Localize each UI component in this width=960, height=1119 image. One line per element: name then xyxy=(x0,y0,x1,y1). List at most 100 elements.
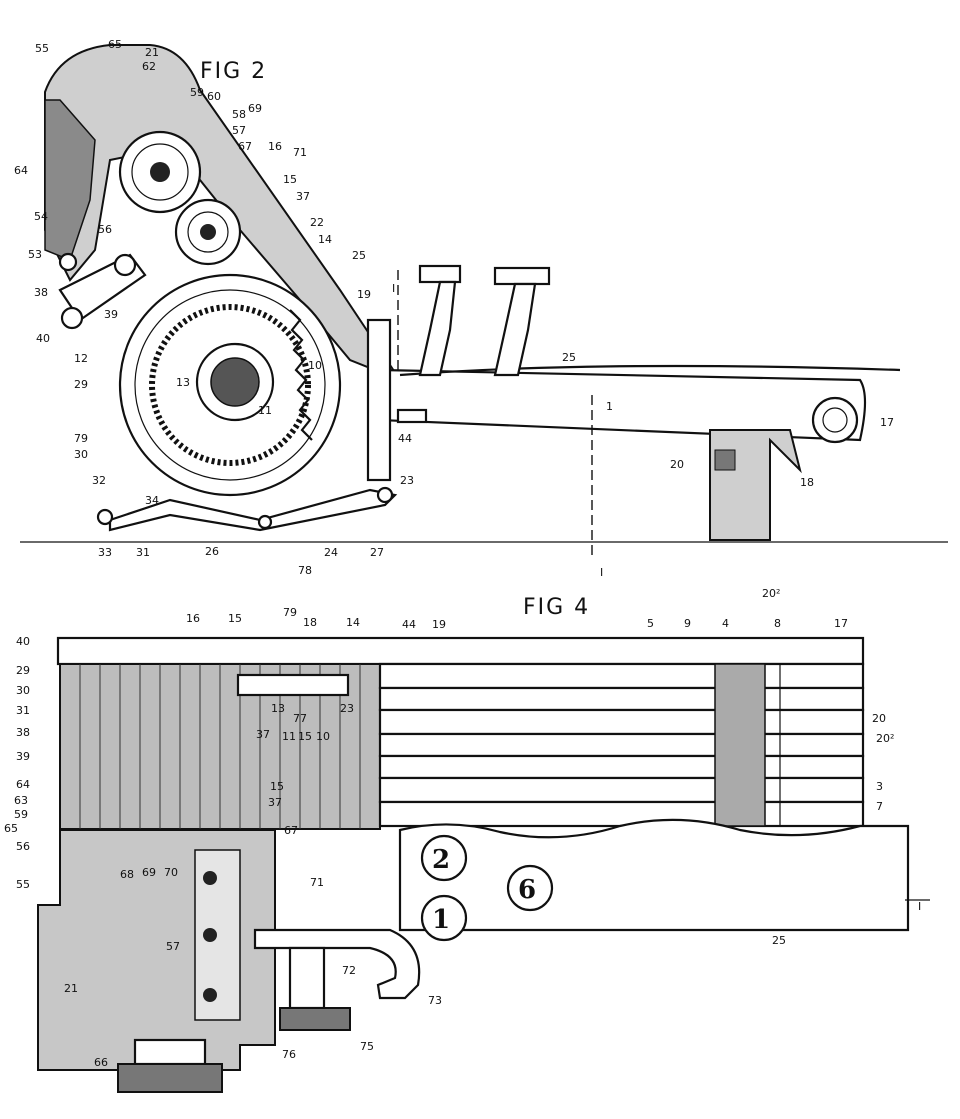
fig2-pin-27 xyxy=(376,486,394,504)
fig2-gear-59-ring xyxy=(131,143,189,201)
fig4-label: 79 xyxy=(283,606,297,619)
fig4-key-number: 1 xyxy=(432,905,450,935)
fig4-label: 72 xyxy=(342,964,356,977)
fig4-label: 19 xyxy=(432,618,446,631)
fig2-label: 67 xyxy=(238,140,252,153)
fig4-label: 15 xyxy=(298,730,312,743)
fig4-label: 23 xyxy=(340,702,354,715)
fig4-lever-8 xyxy=(378,732,865,758)
fig2-label: 29 xyxy=(74,378,88,391)
fig4-label: 63 xyxy=(14,794,28,807)
fig4-lever-9 xyxy=(378,686,865,712)
fig2-label: 60 xyxy=(207,90,221,103)
fig2-label: 13 xyxy=(176,376,190,389)
fig2-bar-19 xyxy=(366,318,392,482)
fig2-stop-44 xyxy=(396,408,428,424)
fig2-label: 79 xyxy=(74,432,88,445)
fig4-lever-20 xyxy=(378,754,865,780)
fig4-reference-numerals: 40 29 30 31 38 39 64 63 59 65 56 55 16 1… xyxy=(4,587,894,1069)
fig2-section-mark-top: I xyxy=(392,282,395,295)
fig2-label: 34 xyxy=(145,494,159,507)
fig4-label: 25 xyxy=(772,934,786,947)
fig2-label: 64 xyxy=(14,164,28,177)
fig4-knob-66-stem xyxy=(133,1038,207,1066)
fig4-label: 4 xyxy=(722,617,729,630)
fig2-label: 55 xyxy=(35,42,49,55)
fig4-spring-block xyxy=(714,663,766,827)
fig4-label: 55 xyxy=(16,878,30,891)
fig2-label: 12 xyxy=(74,352,88,365)
fig4-front-plate-25 xyxy=(398,818,910,932)
fig2-label: 16 xyxy=(268,140,282,153)
fig2-section-mark-bottom: I xyxy=(600,566,603,579)
fig2-label: 11 xyxy=(258,404,272,417)
fig2-label: 24 xyxy=(324,546,338,559)
fig4-arm-72 xyxy=(253,928,421,1000)
fig4-label: 65 xyxy=(4,822,18,835)
fig2-label: 54 xyxy=(34,210,48,223)
fig2-label: 38 xyxy=(34,286,48,299)
fig2-pin-33 xyxy=(96,508,114,526)
fig2-label: 71 xyxy=(293,146,307,159)
fig2-key-top-b xyxy=(493,266,551,286)
fig4-screw xyxy=(203,871,217,885)
fig2-gear-57-hub xyxy=(200,224,216,240)
fig4-label: 39 xyxy=(16,750,30,763)
fig4-screw xyxy=(203,928,217,942)
fig2-gear-57-ring xyxy=(187,211,229,253)
fig2-label: 19 xyxy=(357,288,371,301)
fig4-label: 66 xyxy=(94,1056,108,1069)
fig4-label: 16 xyxy=(186,612,200,625)
fig4-label: 10 xyxy=(316,730,330,743)
fig4-label: 68 xyxy=(120,868,134,881)
fig4-label: 20² xyxy=(876,732,894,745)
fig4-label: 20 xyxy=(872,712,886,725)
fig4-label: 15 xyxy=(228,612,242,625)
fig4-label: 11 xyxy=(282,730,296,743)
fig4-label: 15 xyxy=(270,780,284,793)
fig4-key-circle xyxy=(420,834,468,882)
fig2-label: 23 xyxy=(400,474,414,487)
fig4-label: 76 xyxy=(282,1048,296,1061)
fig4-label: 64 xyxy=(16,778,30,791)
fig4-lever-4 xyxy=(378,708,865,736)
fig2-label: 62 xyxy=(142,60,156,73)
fig4-label: 59 xyxy=(14,808,28,821)
fig4-label: 71 xyxy=(310,876,324,889)
fig2-key-stem-a xyxy=(418,280,457,377)
fig2-label: 37 xyxy=(296,190,310,203)
fig4-label: 31 xyxy=(16,704,30,717)
fig2-label: 31 xyxy=(136,546,150,559)
fig2-label: 57 xyxy=(232,124,246,137)
fig2-pin-56 xyxy=(113,253,137,277)
fig4-side-plate xyxy=(194,849,241,1021)
fig4-lever-stack xyxy=(378,662,865,828)
fig2-label: 17 xyxy=(880,416,894,429)
fig2-label: 22 xyxy=(310,216,324,229)
fig2-label: 69 xyxy=(248,102,262,115)
fig2-label: 32 xyxy=(92,474,106,487)
fig2-label: 18 xyxy=(800,476,814,489)
fig4-knob-66 xyxy=(117,1063,223,1093)
fig2-label: 30 xyxy=(74,448,88,461)
fig2-label: 78 xyxy=(298,564,312,577)
fig2-label: 1 xyxy=(606,400,613,413)
fig2-spring-25 xyxy=(399,364,901,377)
fig2-pin-53 xyxy=(58,252,78,272)
fig4-lever-7 xyxy=(378,800,865,828)
fig2-key-stem-b xyxy=(493,282,537,377)
fig2-label: 15 xyxy=(283,173,297,186)
fig4-section-mark: I xyxy=(918,900,921,913)
fig2-drum-ring xyxy=(134,289,326,481)
fig4-label: 13 xyxy=(271,702,285,715)
fig2-rack-10 xyxy=(289,309,313,441)
fig2-label: 27 xyxy=(370,546,384,559)
fig4-label: 57 xyxy=(166,940,180,953)
fig2-label: 20 xyxy=(670,458,684,471)
fig2-pin-40 xyxy=(60,306,84,330)
fig4-label: 56 xyxy=(16,840,30,853)
fig4-label: 37 xyxy=(256,728,270,741)
fig4-label: 8 xyxy=(774,617,781,630)
fig2-label: 44 xyxy=(398,432,412,445)
